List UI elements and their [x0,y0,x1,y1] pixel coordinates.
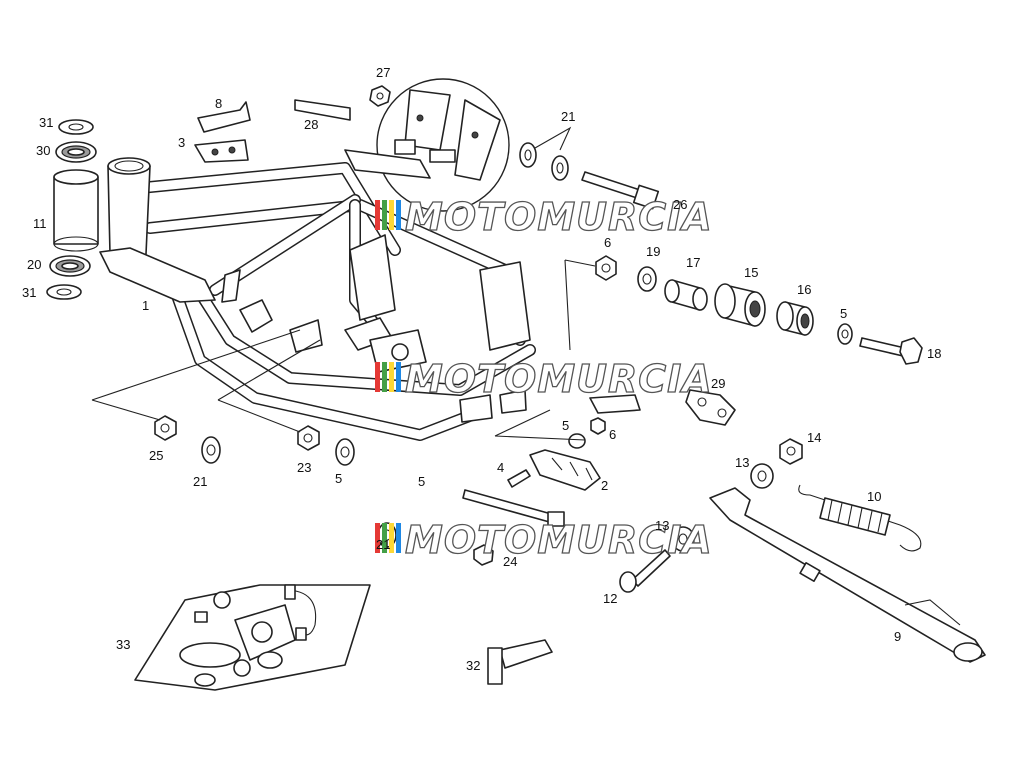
callout-25: 25 [149,448,163,463]
callout-12: 12 [603,591,617,606]
bearing-30 [55,141,97,163]
leader-lines [91,126,596,441]
callout-24: 24 [503,554,517,569]
frame-part [99,157,536,441]
watermark-top: MOTOMURCIA [375,194,713,240]
callout-17: 17 [686,255,700,270]
spacer-17 [664,279,708,311]
nut-23 [297,425,320,451]
callout-14: 14 [807,430,821,445]
footrest-3 [194,139,249,163]
watermark-text: MOTOMURCIA [405,357,713,401]
callout-9: 9 [894,629,901,644]
callout-33: 33 [116,637,130,652]
callout-5: 5 [335,471,342,486]
callout-23: 23 [297,460,311,475]
bush-15 [714,283,766,327]
callout-6: 6 [609,427,616,442]
callout-18: 18 [927,346,941,361]
callout-5: 5 [418,474,425,489]
callout-5: 5 [562,418,569,433]
watermark-middle: MOTOMURCIA [375,356,713,402]
callout-2: 2 [601,478,608,493]
callout-30: 30 [36,143,50,158]
bearing-20 [49,255,91,277]
hardware-kit-33 [134,584,371,691]
washer-13-b [671,526,695,552]
steering-tube-11 [53,169,99,252]
bolt-4 [507,469,531,488]
spring-10 [798,484,922,552]
watermark-bottom: MOTOMURCIA [375,517,713,563]
washer-21-a [519,142,537,168]
callout-4: 4 [497,460,504,475]
callout-13: 13 [735,455,749,470]
washer-13-a [750,463,774,489]
footrest-2 [529,449,601,491]
callout-28: 28 [304,117,318,132]
callout-21: 21 [561,109,575,124]
callout-5: 5 [840,306,847,321]
nut-14 [779,438,803,465]
footrest-bracket-right [589,394,641,414]
washer-31-bottom [46,284,82,300]
nut-27 [369,85,391,107]
callout-31: 31 [39,115,53,130]
callout-20: 20 [27,257,41,272]
bush-16 [776,301,814,336]
callout-3: 3 [178,135,185,150]
callout-21: 21 [193,474,207,489]
washer-5-c [335,438,355,466]
nut-25 [154,415,177,441]
bolt-18 [859,337,923,365]
plate-29 [685,389,736,426]
nut-6-a [595,255,617,281]
washer-5-a [837,323,853,345]
callout-32: 32 [466,658,480,673]
callout-16: 16 [797,282,811,297]
callout-6: 6 [604,235,611,250]
washer-21-b [551,155,569,181]
washer-19 [637,266,657,292]
callout-11: 11 [33,216,47,231]
callout-15: 15 [744,265,758,280]
footrest-rubber-8 [197,101,251,133]
washer-31-top [58,119,94,135]
callout-1: 1 [142,298,149,313]
callout-8: 8 [215,96,222,111]
nut-24 [473,544,494,566]
bolt-26 [581,171,660,210]
block-28 [294,99,351,121]
watermark-text: MOTOMURCIA [405,195,713,239]
pin-12 [619,549,671,593]
detail-inset [344,78,510,212]
callout-10: 10 [867,489,881,504]
callout-29: 29 [711,376,725,391]
key-32 [487,639,553,685]
callout-26: 26 [673,197,687,212]
callout-21: 21 [376,537,390,552]
watermark-text: MOTOMURCIA [405,518,713,562]
callout-13: 13 [655,518,669,533]
nut-6-b [590,417,606,435]
callout-labels: 1 2 3 4 5 5 5 5 6 6 8 9 10 11 12 13 13 1… [22,65,941,673]
side-stand-9 [709,487,986,663]
callout-19: 19 [646,244,660,259]
callout-31: 31 [22,285,36,300]
bolt-24 [462,489,565,527]
washer-5-b [568,433,586,449]
washer-21-d [201,436,221,464]
callout-27: 27 [376,65,390,80]
